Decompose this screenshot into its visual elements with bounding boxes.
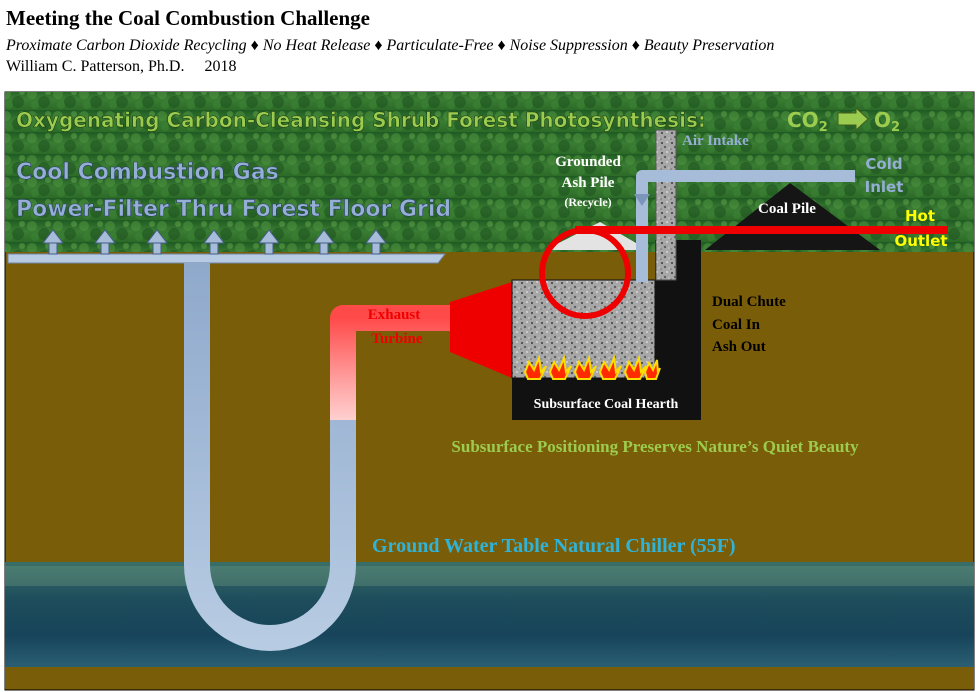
grid-arrow xyxy=(145,229,169,255)
grid-arrow xyxy=(257,229,281,255)
grid-arrow xyxy=(364,229,388,255)
exhaust-label-2: Turbine xyxy=(371,331,422,347)
hot-outlet-label-2: Outlet xyxy=(894,232,947,250)
ground-water-label: Ground Water Table Natural Chiller (55F) xyxy=(372,535,736,557)
coal-hearth xyxy=(511,279,656,379)
flame xyxy=(623,354,647,380)
page-title: Meeting the Coal Combustion Challenge xyxy=(6,6,370,30)
grid-arrow xyxy=(312,229,336,255)
hot-outlet-label-1: Hot xyxy=(905,207,935,225)
hearth-flames xyxy=(523,354,661,380)
cold-inlet-label-1: Cold xyxy=(865,155,902,173)
forest-floor-grid xyxy=(7,253,447,264)
ash-pile-label-1: Grounded xyxy=(555,154,621,170)
co2-to-o2-arrow-icon xyxy=(837,106,869,132)
flame xyxy=(598,354,622,380)
ash-pile xyxy=(545,222,648,250)
forest-banner: Oxygenating Carbon-Cleansing Shrub Fores… xyxy=(16,108,706,132)
flame xyxy=(523,354,547,380)
co2-label: CO2 xyxy=(787,108,828,135)
intake-arrow-icon xyxy=(634,194,650,206)
author-line: William C. Patterson, Ph.D. 2018 xyxy=(6,58,236,76)
cold-inlet-pipe xyxy=(636,170,855,282)
hearth-label: Subsurface Coal Hearth xyxy=(534,397,679,412)
ash-pile-label-3: (Recycle) xyxy=(564,195,611,209)
exhaust-turbine xyxy=(450,282,512,378)
flame xyxy=(643,359,661,380)
co2-subscript: 2 xyxy=(819,120,828,135)
author-year: 2018 xyxy=(204,58,237,75)
grid-arrows xyxy=(41,229,388,255)
flame xyxy=(573,354,597,380)
flame xyxy=(548,354,572,380)
grid-arrow xyxy=(41,229,65,255)
ground-water xyxy=(5,562,974,667)
dual-chute-label-2: Coal In xyxy=(712,317,761,333)
ash-pile-label-2: Ash Pile xyxy=(562,175,615,191)
o2-label: O2 xyxy=(874,108,900,135)
positioning-label: Subsurface Positioning Preserves Nature’… xyxy=(451,437,859,456)
exhaust-pipe xyxy=(330,305,450,420)
page-subtitle: Proximate Carbon Dioxide Recycling ♦ No … xyxy=(6,37,775,54)
exhaust-label-1: Exhaust xyxy=(368,307,421,323)
coal-pile-label: Coal Pile xyxy=(758,201,816,217)
cold-inlet-label-2: Inlet xyxy=(865,178,904,196)
co2-text: CO xyxy=(787,108,819,132)
cool-return-pipe xyxy=(184,263,356,651)
dual-chute-label-3: Ash Out xyxy=(712,339,766,355)
o2-subscript: 2 xyxy=(891,120,900,135)
water-shimmer xyxy=(5,566,974,586)
hearth-base xyxy=(512,378,701,420)
heat-exchange-loop xyxy=(539,227,631,319)
dual-chute-label-1: Dual Chute xyxy=(712,294,786,310)
grid-arrow xyxy=(202,229,226,255)
author-name: William C. Patterson, Ph.D. xyxy=(6,58,185,75)
o2-text: O xyxy=(874,108,891,132)
air-intake-stack xyxy=(655,129,677,281)
air-intake-label: Air Intake xyxy=(682,133,749,149)
grid-arrow xyxy=(93,229,117,255)
cool-gas-label: Cool Combustion Gas xyxy=(16,160,279,185)
power-filter-label: Power-Filter Thru Forest Floor Grid xyxy=(16,197,451,222)
soil-bottom xyxy=(5,667,974,689)
